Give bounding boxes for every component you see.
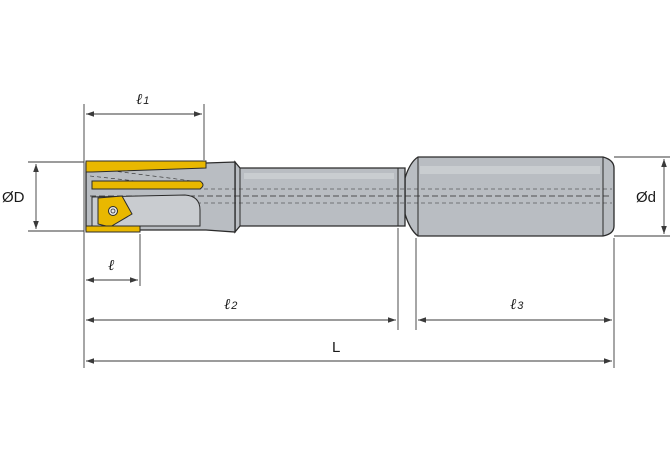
dimension-lines — [28, 104, 670, 368]
insert-upper-flute — [91, 180, 204, 190]
label-D: ØD — [2, 189, 25, 206]
dimension-labels: ℓ1 ℓ ℓ2 ℓ3 L ØD Ød — [2, 90, 656, 356]
label-l3: ℓ3 — [510, 295, 524, 313]
label-l2: ℓ2 — [224, 295, 237, 313]
neck — [234, 160, 406, 234]
label-l: ℓ — [108, 256, 114, 274]
inserts — [85, 160, 207, 233]
label-L: L — [332, 339, 340, 356]
label-l1: ℓ1 — [136, 90, 149, 108]
insert-bottom — [85, 225, 141, 233]
screw-icon — [108, 206, 118, 216]
insert-top — [85, 160, 207, 173]
label-d: Ød — [636, 189, 656, 206]
